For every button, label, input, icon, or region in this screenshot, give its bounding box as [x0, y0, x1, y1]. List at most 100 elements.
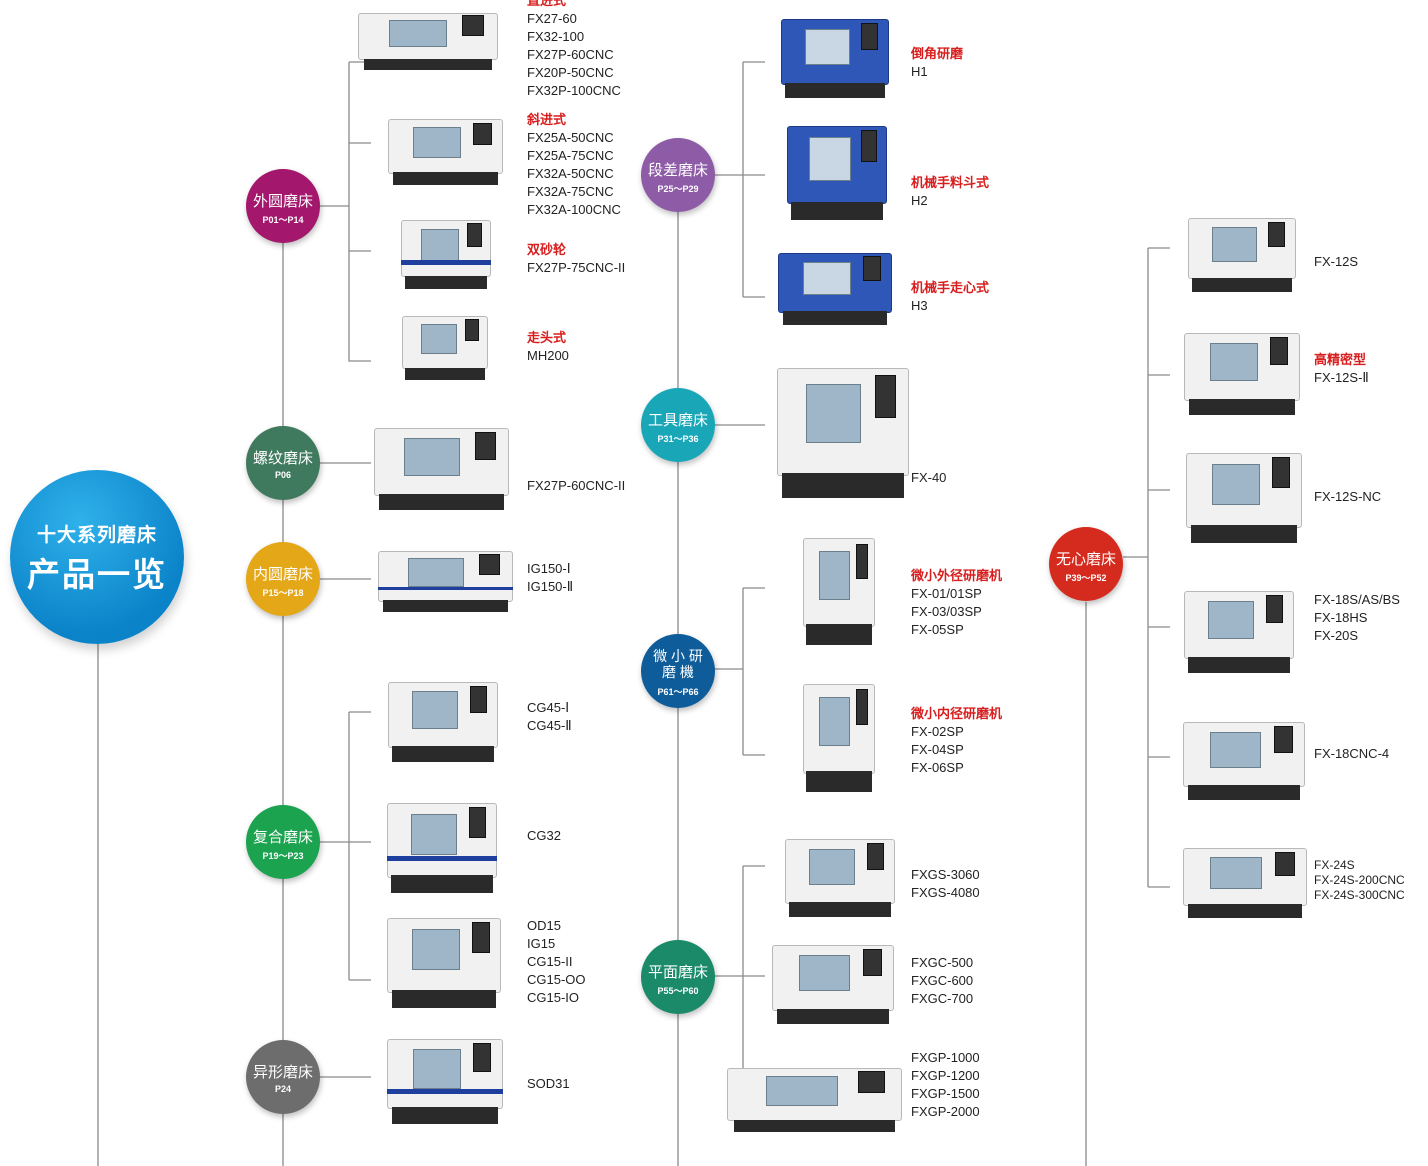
product-label: 高精密型 FX-12S-Ⅱ — [1314, 351, 1369, 387]
product-label: 微小外径研磨机 FX-01/01SP FX-03/03SP FX-05SP — [911, 567, 1002, 639]
product-label: 走头式 MH200 — [527, 329, 569, 365]
model-name: FX-12S-NC — [1314, 489, 1382, 504]
category-name: 异形磨床 — [252, 1064, 313, 1081]
product-type: 机械手料斗式 — [911, 175, 990, 190]
product-type: 机械手走心式 — [911, 280, 990, 295]
product-label: FXGP-1000 FXGP-1200 FXGP-1500 FXGP-2000 — [911, 1049, 980, 1121]
internal-grinder-icon — [378, 537, 513, 612]
category-name: 工具磨床 — [647, 412, 708, 429]
special-shape-grinder-icon — [387, 1020, 503, 1124]
centerless-grinder-icon — [1183, 833, 1307, 918]
model-name: CG45-Ⅱ — [527, 718, 572, 733]
product-label: FXGC-500 FXGC-600 FXGC-700 — [911, 954, 973, 1008]
model-name: H3 — [911, 298, 928, 313]
model-name: FX27P-60CNC — [527, 47, 614, 62]
model-name: FX25A-75CNC — [527, 148, 614, 163]
category-name: 微 小 研 磨 機 — [653, 648, 703, 680]
category-node-centerless[interactable]: 无心磨床 P39～P52 — [1049, 527, 1123, 601]
product-label: 微小内径研磨机 FX-02SP FX-04SP FX-06SP — [911, 705, 1002, 777]
category-node-step[interactable]: 段差磨床 P25～P29 — [641, 138, 715, 212]
category-name: 外圆磨床 — [252, 193, 313, 210]
model-name: FX-24S-300CNC — [1314, 888, 1405, 902]
model-name: FXGC-700 — [911, 991, 974, 1006]
model-name: FX-12S — [1314, 254, 1359, 269]
model-name: FX-20S — [1314, 628, 1359, 643]
product-label: FX-12S — [1314, 253, 1358, 271]
category-node-outer[interactable]: 外圆磨床 P01～P14 — [246, 169, 320, 243]
product-label: FX-24S FX-24S-200CNC FX-24S-300CNC — [1314, 858, 1405, 903]
product-type: 斜进式 — [527, 112, 567, 127]
angular-grinder-icon — [388, 105, 503, 185]
category-pages: P01～P14 — [262, 215, 304, 225]
main-title-line2: 产品一览 — [27, 556, 167, 593]
product-label: IG150-Ⅰ IG150-Ⅱ — [527, 560, 573, 596]
category-node-tool[interactable]: 工具磨床 P31～P36 — [641, 388, 715, 462]
model-name: CG45-Ⅰ — [527, 700, 570, 715]
category-node-special[interactable]: 异形磨床 P24 — [246, 1040, 320, 1114]
product-label: FX-40 — [911, 469, 946, 487]
category-node-micro[interactable]: 微 小 研 磨 機 P61～P66 — [641, 634, 715, 708]
model-name: FX32P-100CNC — [527, 83, 621, 98]
surface-grinder-icon — [727, 1054, 902, 1132]
model-name: FX-05SP — [911, 622, 964, 637]
main-title-circle: 十大系列磨床 产品一览 — [10, 470, 184, 644]
compound-grinder-icon — [387, 783, 497, 893]
model-name: FXGC-500 — [911, 955, 974, 970]
category-pages: P25～P29 — [657, 184, 699, 194]
category-node-compound[interactable]: 复合磨床 P19～P23 — [246, 805, 320, 879]
model-name: FX-40 — [911, 470, 947, 485]
product-type: 双砂轮 — [527, 242, 567, 257]
micro-grinder-icon — [803, 515, 875, 645]
product-label: SOD31 — [527, 1075, 570, 1093]
category-node-surface[interactable]: 平面磨床 P55～P60 — [641, 940, 715, 1014]
main-title-line1: 十大系列磨床 — [36, 525, 157, 546]
model-name: MH200 — [527, 348, 569, 363]
surface-grinder-icon — [785, 822, 895, 917]
model-name: FXGS-4080 — [911, 885, 980, 900]
product-label: FX-18S/AS/BS FX-18HS FX-20S — [1314, 591, 1400, 645]
external-cylindrical-grinder-icon — [358, 0, 498, 70]
model-name: FX32A-50CNC — [527, 166, 614, 181]
model-name: FX32-100 — [527, 29, 585, 44]
product-type: 直进式 — [527, 0, 567, 8]
product-type: 走头式 — [527, 330, 567, 345]
model-name: IG150-Ⅱ — [527, 579, 574, 594]
product-label: FXGS-3060 FXGS-4080 — [911, 866, 980, 902]
walking-head-grinder-icon — [402, 302, 488, 380]
category-pages: P55～P60 — [657, 986, 699, 996]
model-name: FXGP-1500 — [911, 1086, 980, 1101]
model-name: FX-01/01SP — [911, 586, 982, 601]
thread-grinder-icon — [374, 410, 509, 510]
category-pages: P24 — [274, 1084, 291, 1094]
model-name: FX-24S-200CNC — [1314, 873, 1405, 887]
category-name: 平面磨床 — [647, 964, 708, 981]
model-name: FX-02SP — [911, 724, 964, 739]
category-pages: P19～P23 — [262, 851, 304, 861]
product-type: 微小外径研磨机 — [911, 568, 1003, 583]
model-name: FXGC-600 — [911, 973, 974, 988]
micro-grinder-icon — [803, 660, 875, 792]
product-type: 微小内径研磨机 — [911, 706, 1003, 721]
category-name: 段差磨床 — [647, 162, 708, 179]
model-name: SOD31 — [527, 1076, 570, 1091]
model-name: H1 — [911, 64, 928, 79]
category-node-thread[interactable]: 螺纹磨床 P06 — [246, 426, 320, 500]
product-label: FX27P-60CNC-II — [527, 477, 625, 495]
model-name: FX-04SP — [911, 742, 964, 757]
product-type: 高精密型 — [1314, 352, 1367, 367]
model-name: CG15-II — [527, 954, 573, 969]
step-grinder-icon — [778, 237, 892, 325]
product-label: FX-18CNC-4 — [1314, 745, 1389, 763]
product-type: 倒角研磨 — [911, 46, 964, 61]
product-label: 机械手料斗式 H2 — [911, 174, 989, 210]
model-name: CG15-OO — [527, 972, 586, 987]
category-node-inner[interactable]: 内圆磨床 P15～P18 — [246, 542, 320, 616]
model-name: FX-24S — [1314, 858, 1355, 872]
model-name: FX-12S-Ⅱ — [1314, 370, 1369, 385]
model-name: FX27-60 — [527, 11, 577, 26]
model-name: FXGP-1200 — [911, 1068, 980, 1083]
centerless-grinder-icon — [1184, 315, 1300, 415]
model-name: IG150-Ⅰ — [527, 561, 571, 576]
product-label: CG45-Ⅰ CG45-Ⅱ — [527, 699, 572, 735]
model-name: FX27P-75CNC-II — [527, 260, 626, 275]
